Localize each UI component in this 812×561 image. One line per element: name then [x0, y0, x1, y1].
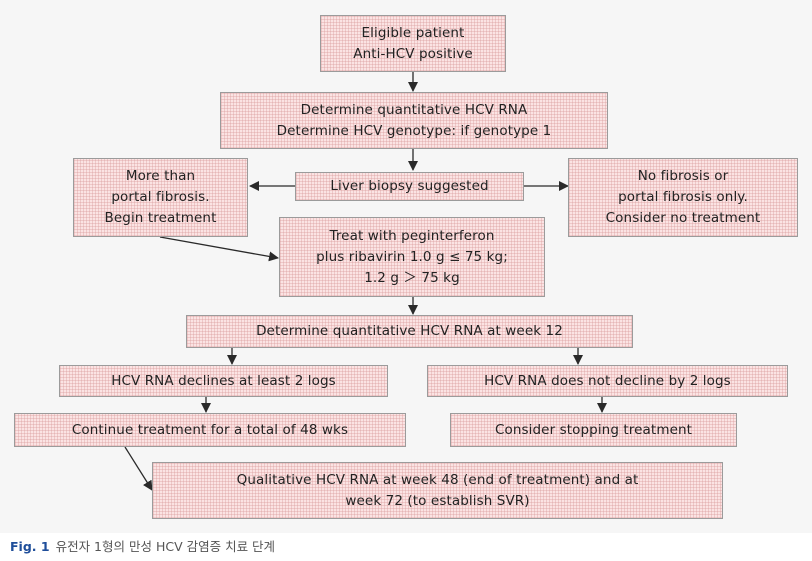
- no-fibrosis-line-1: No fibrosis or: [637, 168, 729, 184]
- eligible-line-1: Eligible patient: [361, 24, 465, 41]
- no-fibrosis-line-2: portal fibrosis only.: [618, 189, 748, 205]
- figure-caption: Fig. 1 유전자 1형의 만성 HCV 감염증 치료 단계: [0, 533, 812, 561]
- arrow-more-than-to-treat: [159, 236, 279, 262]
- declines-line-1: HCV RNA declines at least 2 logs: [111, 372, 336, 389]
- box-continue-treatment: Continue treatment for a total of 48 wks: [14, 413, 406, 447]
- biopsy-line-1: Liver biopsy suggested: [330, 178, 489, 194]
- figure-label: Fig. 1: [10, 539, 50, 554]
- box-qualitative-rna: Qualitative HCV RNA at week 48 (end of t…: [152, 462, 723, 519]
- box-liver-biopsy: Liver biopsy suggested: [295, 172, 524, 201]
- continue-line-1: Continue treatment for a total of 48 wks: [71, 421, 349, 438]
- more-than-line-2: portal fibrosis.: [111, 189, 210, 205]
- eligible-line-2: Anti-HCV positive: [353, 45, 473, 62]
- box-determine-rna-genotype: Determine quantitative HCV RNA Determine…: [220, 92, 608, 149]
- box-rna-no-decline: HCV RNA does not decline by 2 logs: [427, 365, 788, 397]
- stopping-line-1: Consider stopping treatment: [494, 421, 693, 438]
- box-eligible-patient: Eligible patient Anti-HCV positive: [320, 15, 506, 72]
- week12-line-1: Determine quantitative HCV RNA at week 1…: [256, 323, 563, 339]
- box-more-than-portal-fibrosis: More than portal fibrosis. Begin treatme…: [73, 158, 248, 237]
- more-than-line-1: More than: [125, 168, 196, 184]
- box-week12: Determine quantitative HCV RNA at week 1…: [186, 315, 633, 348]
- flowchart-arrows: [124, 72, 607, 491]
- treat-line-1: Treat with peginterferon: [329, 227, 495, 244]
- more-than-line-3: Begin treatment: [104, 210, 217, 226]
- box-treat-peginterferon: Treat with peginterferon plus ribavirin …: [279, 217, 545, 297]
- qualitative-line-2: week 72 (to establish SVR): [345, 492, 530, 509]
- qualitative-line-1: Qualitative HCV RNA at week 48 (end of t…: [236, 471, 639, 488]
- box-rna-declines: HCV RNA declines at least 2 logs: [59, 365, 388, 397]
- no-decline-line-1: HCV RNA does not decline by 2 logs: [484, 372, 731, 389]
- treat-line-3: 1.2 g ＞ 75 kg: [364, 269, 460, 286]
- no-fibrosis-line-3: Consider no treatment: [605, 210, 761, 226]
- arrow-continue-to-qualitative: [124, 446, 153, 491]
- treat-line-2: plus ribavirin 1.0 g ≤ 75 kg;: [316, 248, 508, 265]
- box-no-fibrosis: No fibrosis or portal fibrosis only. Con…: [568, 158, 798, 237]
- determine-line-1: Determine quantitative HCV RNA: [300, 101, 528, 118]
- box-consider-stopping: Consider stopping treatment: [450, 413, 737, 447]
- determine-line-2: Determine HCV genotype: if genotype 1: [276, 122, 552, 139]
- figure-caption-text: 유전자 1형의 만성 HCV 감염증 치료 단계: [55, 539, 276, 554]
- flowchart: Eligible patient Anti-HCV positive Deter…: [14, 15, 798, 519]
